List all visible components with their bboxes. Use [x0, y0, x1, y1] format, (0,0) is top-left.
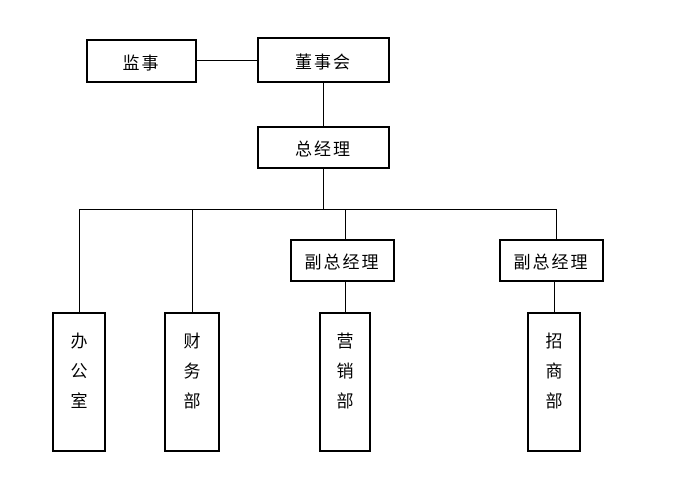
node-general-manager-label: 总经理 — [295, 140, 352, 160]
node-office: 办公室 — [52, 312, 106, 452]
node-supervisor: 监事 — [86, 39, 197, 83]
node-deputy-general-manager-2: 副总经理 — [499, 239, 604, 282]
connector-bar-finance-dept — [192, 209, 193, 312]
connector-horizontal-bar — [79, 209, 557, 210]
node-general-manager: 总经理 — [257, 126, 390, 169]
node-supervisor-label: 监事 — [122, 53, 161, 74]
connector-bar-office — [79, 209, 80, 312]
node-marketing-dept: 营销部 — [319, 312, 371, 452]
node-deputy-general-manager-2-label: 副总经理 — [513, 253, 590, 273]
connector-general-manager-stem — [323, 169, 324, 209]
node-office-label: 办公室 — [70, 332, 88, 412]
connector-bar-deputy-gm-2 — [556, 209, 557, 239]
connector-supervisor-board — [197, 60, 257, 61]
node-finance-dept-label: 财务部 — [183, 332, 201, 412]
node-board-of-directors-label: 董事会 — [295, 52, 352, 73]
node-board-of-directors: 董事会 — [257, 37, 390, 83]
connector-board-general-manager — [323, 83, 324, 126]
node-marketing-dept-label: 营销部 — [336, 332, 354, 412]
node-investment-dept-label: 招商部 — [545, 332, 563, 412]
connector-deputy-gm-2-investment-dept — [554, 282, 555, 312]
node-finance-dept: 财务部 — [164, 312, 220, 452]
connector-deputy-gm-1-marketing-dept — [345, 282, 346, 312]
node-investment-dept: 招商部 — [527, 312, 581, 452]
node-deputy-general-manager-1-label: 副总经理 — [304, 253, 381, 273]
node-deputy-general-manager-1: 副总经理 — [290, 239, 395, 282]
connector-bar-deputy-gm-1 — [345, 209, 346, 239]
